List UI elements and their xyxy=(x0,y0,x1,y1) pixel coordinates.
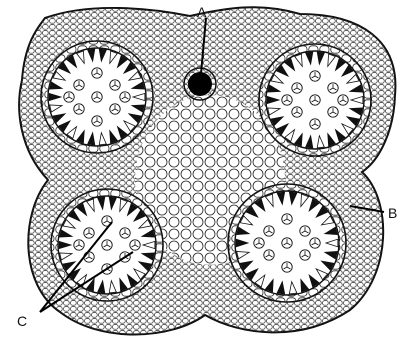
dark-structure-a xyxy=(184,68,216,100)
label-c: C xyxy=(17,313,27,329)
label-b: B xyxy=(388,205,397,221)
stele-bottom-left xyxy=(51,189,163,301)
stele-top-left xyxy=(41,41,153,153)
stele-top-right xyxy=(259,44,371,156)
stele-bottom-right xyxy=(228,184,346,302)
label-a: A xyxy=(197,4,207,20)
